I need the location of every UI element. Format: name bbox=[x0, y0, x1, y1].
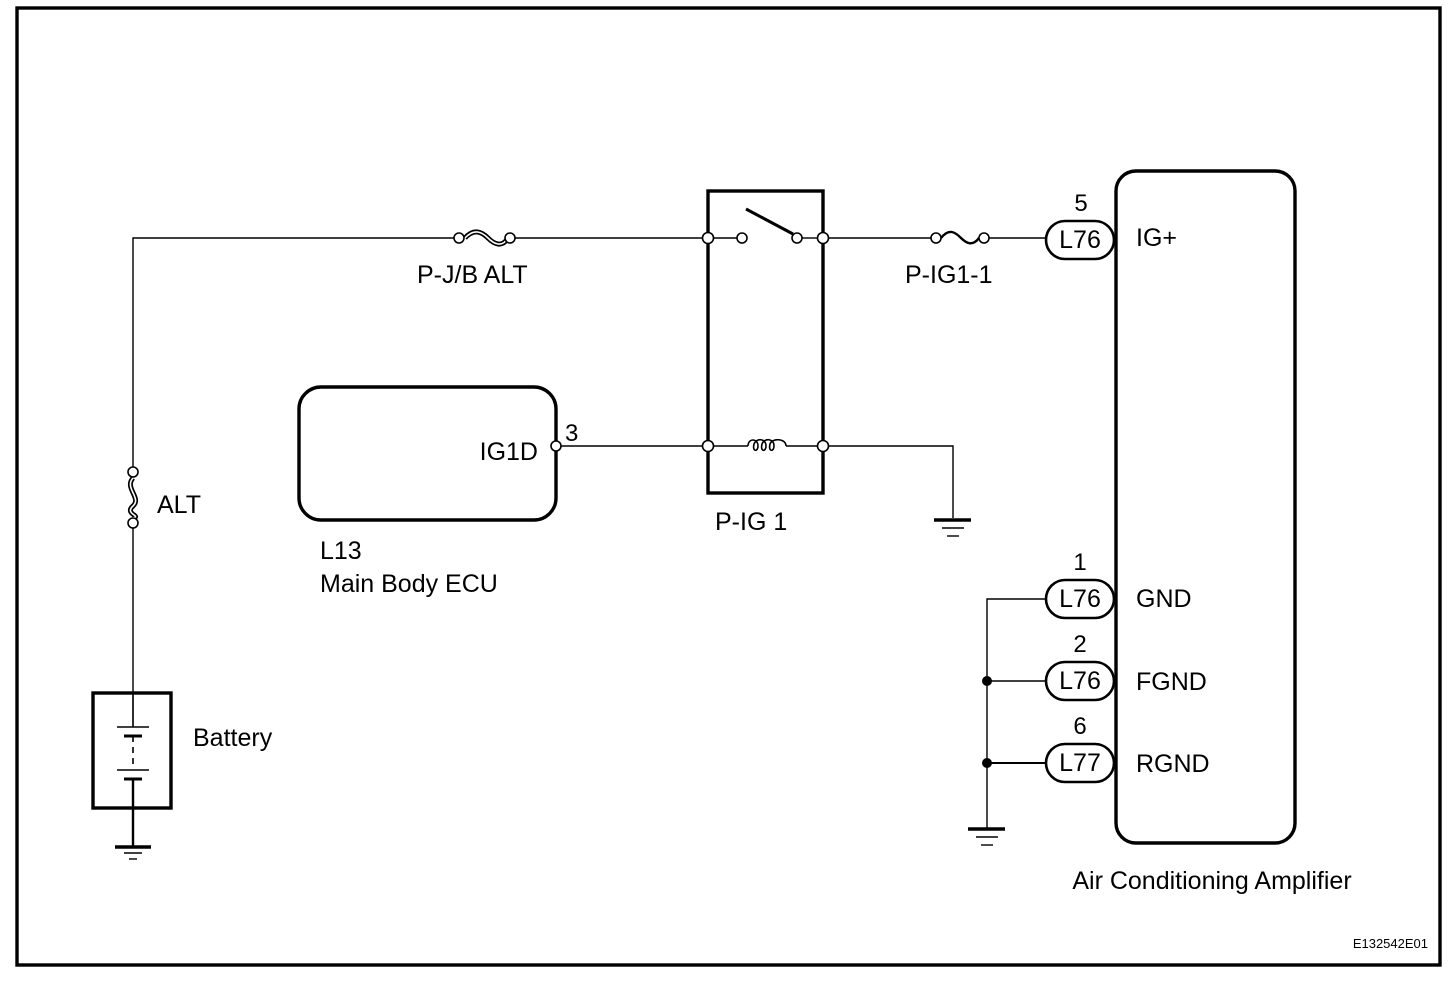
battery-symbol bbox=[91, 691, 173, 846]
ground-bus-wire bbox=[982, 598, 1046, 828]
splice-point bbox=[982, 676, 992, 686]
pin-number: 5 bbox=[1074, 190, 1087, 217]
terminal-name: GND bbox=[1136, 585, 1192, 613]
ecu-pin-3-terminal bbox=[550, 440, 562, 452]
pjb-alt-fuse bbox=[453, 229, 516, 247]
amp-terminal-rgnd: L77 6 RGND bbox=[1044, 713, 1210, 784]
pin-number: 2 bbox=[1073, 631, 1086, 658]
amp-terminal-gnd: L76 1 GND bbox=[1044, 549, 1192, 620]
terminal-name: IG+ bbox=[1136, 224, 1177, 252]
relay-terminal bbox=[701, 231, 715, 245]
terminal-name: RGND bbox=[1136, 750, 1210, 778]
pin-number: 6 bbox=[1073, 713, 1086, 740]
ac-amplifier-box bbox=[1114, 169, 1297, 845]
amp-terminal-ig-plus: L76 5 IG+ bbox=[1044, 190, 1177, 261]
connector-code: L77 bbox=[1059, 749, 1101, 777]
pjb-alt-fuse-terminal-right bbox=[504, 232, 516, 244]
ecu-name-label: Main Body ECU bbox=[320, 570, 498, 598]
ecu-pin-number: 3 bbox=[565, 420, 578, 447]
pig1-fuse bbox=[930, 230, 990, 245]
ground-icon bbox=[934, 518, 971, 537]
relay-terminal bbox=[816, 231, 830, 245]
main-body-ecu-box bbox=[297, 385, 558, 522]
wire-coil-to-ground bbox=[828, 445, 954, 518]
connector-code: L76 bbox=[1059, 585, 1101, 613]
relay-terminal bbox=[816, 439, 830, 453]
diagram-frame bbox=[15, 6, 1442, 967]
ground-icon bbox=[968, 827, 1005, 846]
supply-wire bbox=[132, 237, 456, 727]
splice-point bbox=[982, 758, 992, 768]
connector-code: L76 bbox=[1059, 226, 1101, 254]
terminal-name: FGND bbox=[1136, 668, 1207, 696]
relay-terminal bbox=[701, 439, 715, 453]
relay-coil-icon bbox=[747, 438, 787, 452]
ecu-connector-label: L13 bbox=[320, 537, 362, 565]
relay-pig1 bbox=[701, 189, 830, 495]
ground-icon bbox=[115, 845, 151, 860]
alt-fuse bbox=[127, 466, 139, 529]
alt-fuse-terminal-top bbox=[127, 466, 139, 478]
pig1-fuse-label: P-IG1-1 bbox=[905, 261, 993, 289]
relay-label: P-IG 1 bbox=[715, 508, 787, 536]
alt-fuse-terminal-bottom bbox=[127, 517, 139, 529]
ecu-terminal-ig1d: IG1D bbox=[480, 438, 538, 466]
connector-code: L76 bbox=[1059, 667, 1101, 695]
pin-number: 1 bbox=[1073, 549, 1086, 576]
pjb-alt-fuse-label: P-J/B ALT bbox=[417, 261, 528, 289]
amp-terminal-fgnd: L76 2 FGND bbox=[1044, 631, 1207, 702]
alt-fuse-label: ALT bbox=[157, 491, 201, 519]
battery-label: Battery bbox=[193, 724, 273, 752]
document-code: E132542E01 bbox=[1353, 936, 1428, 951]
pjb-alt-fuse-terminal-left bbox=[453, 232, 465, 244]
ac-amplifier-label: Air Conditioning Amplifier bbox=[1072, 867, 1351, 895]
